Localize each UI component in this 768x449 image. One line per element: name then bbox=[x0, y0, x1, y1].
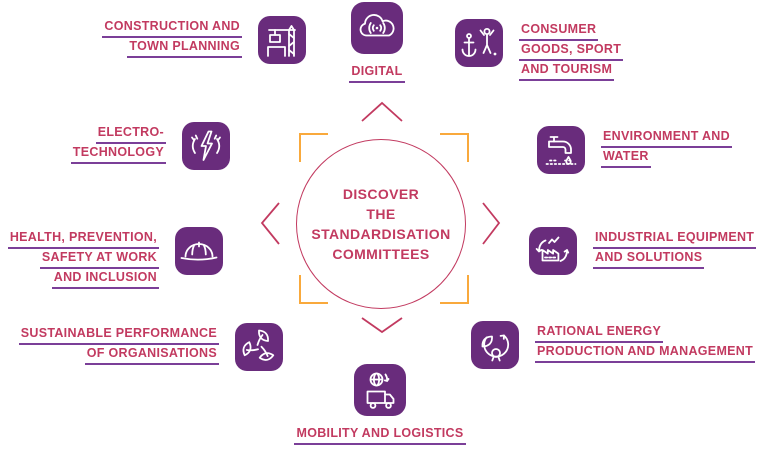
label-line: WATER bbox=[601, 150, 651, 168]
center-title-line: COMMITTEES bbox=[332, 246, 430, 262]
frame-corner-bottom-right bbox=[440, 275, 469, 304]
label-line: OF ORGANISATIONS bbox=[84, 347, 219, 365]
helmet-icon bbox=[175, 227, 223, 275]
label-line: DIGITAL bbox=[349, 65, 405, 83]
center-title-line: STANDARDISATION bbox=[311, 226, 451, 242]
center-title: DISCOVER THE STANDARDISATION COMMITTEES bbox=[311, 184, 450, 264]
category-industrial-equipment-solutions[interactable]: INDUSTRIAL EQUIPMENT AND SOLUTIONS bbox=[529, 227, 757, 275]
chevron-down-icon bbox=[361, 317, 403, 334]
label-line: AND TOURISM bbox=[519, 63, 615, 81]
label-line: RATIONAL ENERGY bbox=[535, 325, 664, 343]
frame-corner-top-right bbox=[440, 133, 469, 162]
label-line: ELECTRO- bbox=[95, 126, 166, 144]
faucet-icon bbox=[537, 126, 585, 174]
label-line: AND SOLUTIONS bbox=[593, 251, 705, 269]
category-label: CONSTRUCTION AND TOWN PLANNING bbox=[102, 16, 242, 59]
category-label: CONSUMER GOODS, SPORT AND TOURISM bbox=[519, 19, 624, 82]
category-label: HEALTH, PREVENTION, SAFETY AT WORK AND I… bbox=[7, 227, 159, 290]
label-line: MOBILITY AND LOGISTICS bbox=[294, 427, 466, 445]
label-line: CONSUMER bbox=[519, 23, 599, 41]
center-circle: DISCOVER THE STANDARDISATION COMMITTEES bbox=[296, 139, 466, 309]
category-mobility-logistics[interactable]: MOBILITY AND LOGISTICS bbox=[280, 364, 480, 446]
label-line: AND INCLUSION bbox=[51, 271, 159, 289]
label-line: SAFETY AT WORK bbox=[39, 251, 159, 269]
frame-corner-bottom-left bbox=[299, 275, 328, 304]
label-line: INDUSTRIAL EQUIPMENT bbox=[593, 231, 757, 249]
crane-icon bbox=[258, 16, 306, 64]
label-line: SUSTAINABLE PERFORMANCE bbox=[18, 327, 219, 345]
center-title-line: THE bbox=[366, 206, 396, 222]
hands-lightning-icon bbox=[182, 122, 230, 170]
category-consumer-goods-sport-tourism[interactable]: CONSUMER GOODS, SPORT AND TOURISM bbox=[455, 19, 624, 82]
category-label: MOBILITY AND LOGISTICS bbox=[294, 423, 466, 446]
category-rational-energy-production-management[interactable]: RATIONAL ENERGY PRODUCTION AND MANAGEMEN… bbox=[471, 321, 756, 369]
label-line: CONSTRUCTION AND bbox=[102, 20, 242, 38]
leaves-cycle-icon bbox=[235, 323, 283, 371]
category-health-prevention-safety-inclusion[interactable]: HEALTH, PREVENTION, SAFETY AT WORK AND I… bbox=[7, 227, 223, 290]
category-label: INDUSTRIAL EQUIPMENT AND SOLUTIONS bbox=[593, 227, 757, 270]
chevron-right-icon bbox=[482, 202, 501, 245]
chevron-up-icon bbox=[361, 101, 403, 122]
category-digital[interactable]: DIGITAL bbox=[311, 2, 443, 84]
category-label: SUSTAINABLE PERFORMANCE OF ORGANISATIONS bbox=[18, 323, 219, 366]
category-label: ELECTRO- TECHNOLOGY bbox=[70, 122, 166, 165]
cloud-signal-icon bbox=[351, 2, 403, 54]
label-line: GOODS, SPORT bbox=[519, 43, 624, 61]
chevron-left-icon bbox=[260, 202, 280, 245]
center-title-line: DISCOVER bbox=[342, 186, 420, 202]
sport-anchor-icon bbox=[455, 19, 503, 67]
category-sustainable-performance-organisations[interactable]: SUSTAINABLE PERFORMANCE OF ORGANISATIONS bbox=[18, 323, 283, 371]
category-environment-water[interactable]: ENVIRONMENT AND WATER bbox=[537, 126, 732, 174]
factory-arrows-icon bbox=[529, 227, 577, 275]
label-line: HEALTH, PREVENTION, bbox=[7, 231, 159, 249]
label-line: ENVIRONMENT AND bbox=[601, 130, 732, 148]
category-label: RATIONAL ENERGY PRODUCTION AND MANAGEMEN… bbox=[535, 321, 756, 364]
label-line: TOWN PLANNING bbox=[127, 40, 242, 58]
label-line: PRODUCTION AND MANAGEMENT bbox=[535, 345, 756, 363]
label-line: TECHNOLOGY bbox=[70, 146, 166, 164]
energy-cycle-icon bbox=[471, 321, 519, 369]
frame-corner-top-left bbox=[299, 133, 328, 162]
category-electro-technology[interactable]: ELECTRO- TECHNOLOGY bbox=[70, 122, 230, 170]
category-construction-town-planning[interactable]: CONSTRUCTION AND TOWN PLANNING bbox=[102, 16, 306, 64]
category-label: ENVIRONMENT AND WATER bbox=[601, 126, 732, 169]
category-label: DIGITAL bbox=[349, 61, 405, 84]
truck-globe-icon bbox=[354, 364, 406, 416]
